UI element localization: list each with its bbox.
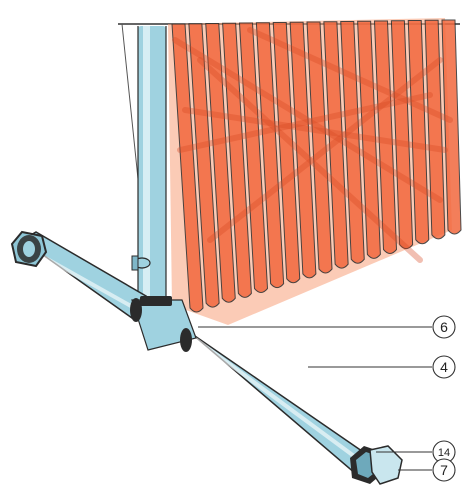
callout-6-circle — [432, 315, 456, 339]
vertical-riser-pipe — [131, 26, 167, 312]
radiator-fin — [390, 20, 414, 250]
radiator-fin — [272, 22, 301, 284]
radiator-fin — [306, 21, 333, 274]
tee-top-nut — [140, 296, 172, 306]
radiator-fin — [441, 19, 462, 235]
radiator-fin — [255, 22, 285, 289]
radiator-fins — [171, 19, 462, 313]
radiator-shading-stroke — [182, 107, 448, 153]
radiator-fin — [205, 23, 236, 303]
callout-4-label: 4 — [440, 359, 448, 375]
callout-7-circle — [432, 458, 456, 482]
tee-fitting — [130, 296, 197, 352]
callout-6-label: 6 — [440, 319, 448, 335]
radiator-shading-stroke — [177, 92, 433, 153]
callout-4: 4 — [308, 355, 456, 379]
left-end-cap — [10, 230, 48, 268]
radiator-fin — [289, 21, 317, 279]
callout-14-label: 14 — [438, 447, 450, 459]
radiator-fin — [238, 22, 269, 293]
radiator-fin — [323, 21, 349, 269]
radiator-shading-stroke — [197, 57, 423, 263]
callout-7: 7 — [398, 458, 456, 482]
radiator-shading — [172, 27, 453, 263]
radiator-fin — [188, 23, 220, 308]
radiator-fin — [222, 22, 252, 298]
riser-valve — [131, 255, 151, 271]
riser-body — [138, 26, 166, 312]
radiator-fin — [340, 21, 365, 264]
callout-4-circle — [432, 355, 456, 379]
riser-highlight — [143, 26, 150, 312]
callout-14: 14 — [376, 440, 456, 464]
radiator-fin — [357, 20, 381, 259]
radiator-fin — [373, 20, 398, 254]
callout-7-label: 7 — [440, 462, 448, 478]
tee-right-nut — [180, 328, 192, 352]
callout-6: 6 — [198, 315, 456, 339]
radiator-shading-stroke — [247, 27, 453, 123]
radiator-fin — [407, 20, 430, 245]
radiator-shading-stroke — [207, 57, 443, 243]
callouts: 6 4 14 7 — [198, 315, 456, 482]
radiator — [168, 18, 462, 325]
radiator-fin — [171, 23, 204, 313]
radiator-fin — [424, 19, 446, 240]
tee-left-nut — [130, 298, 142, 322]
radiator-shading-stroke — [172, 37, 443, 203]
right-end-plug — [369, 445, 403, 485]
main-pipe — [10, 230, 403, 485]
